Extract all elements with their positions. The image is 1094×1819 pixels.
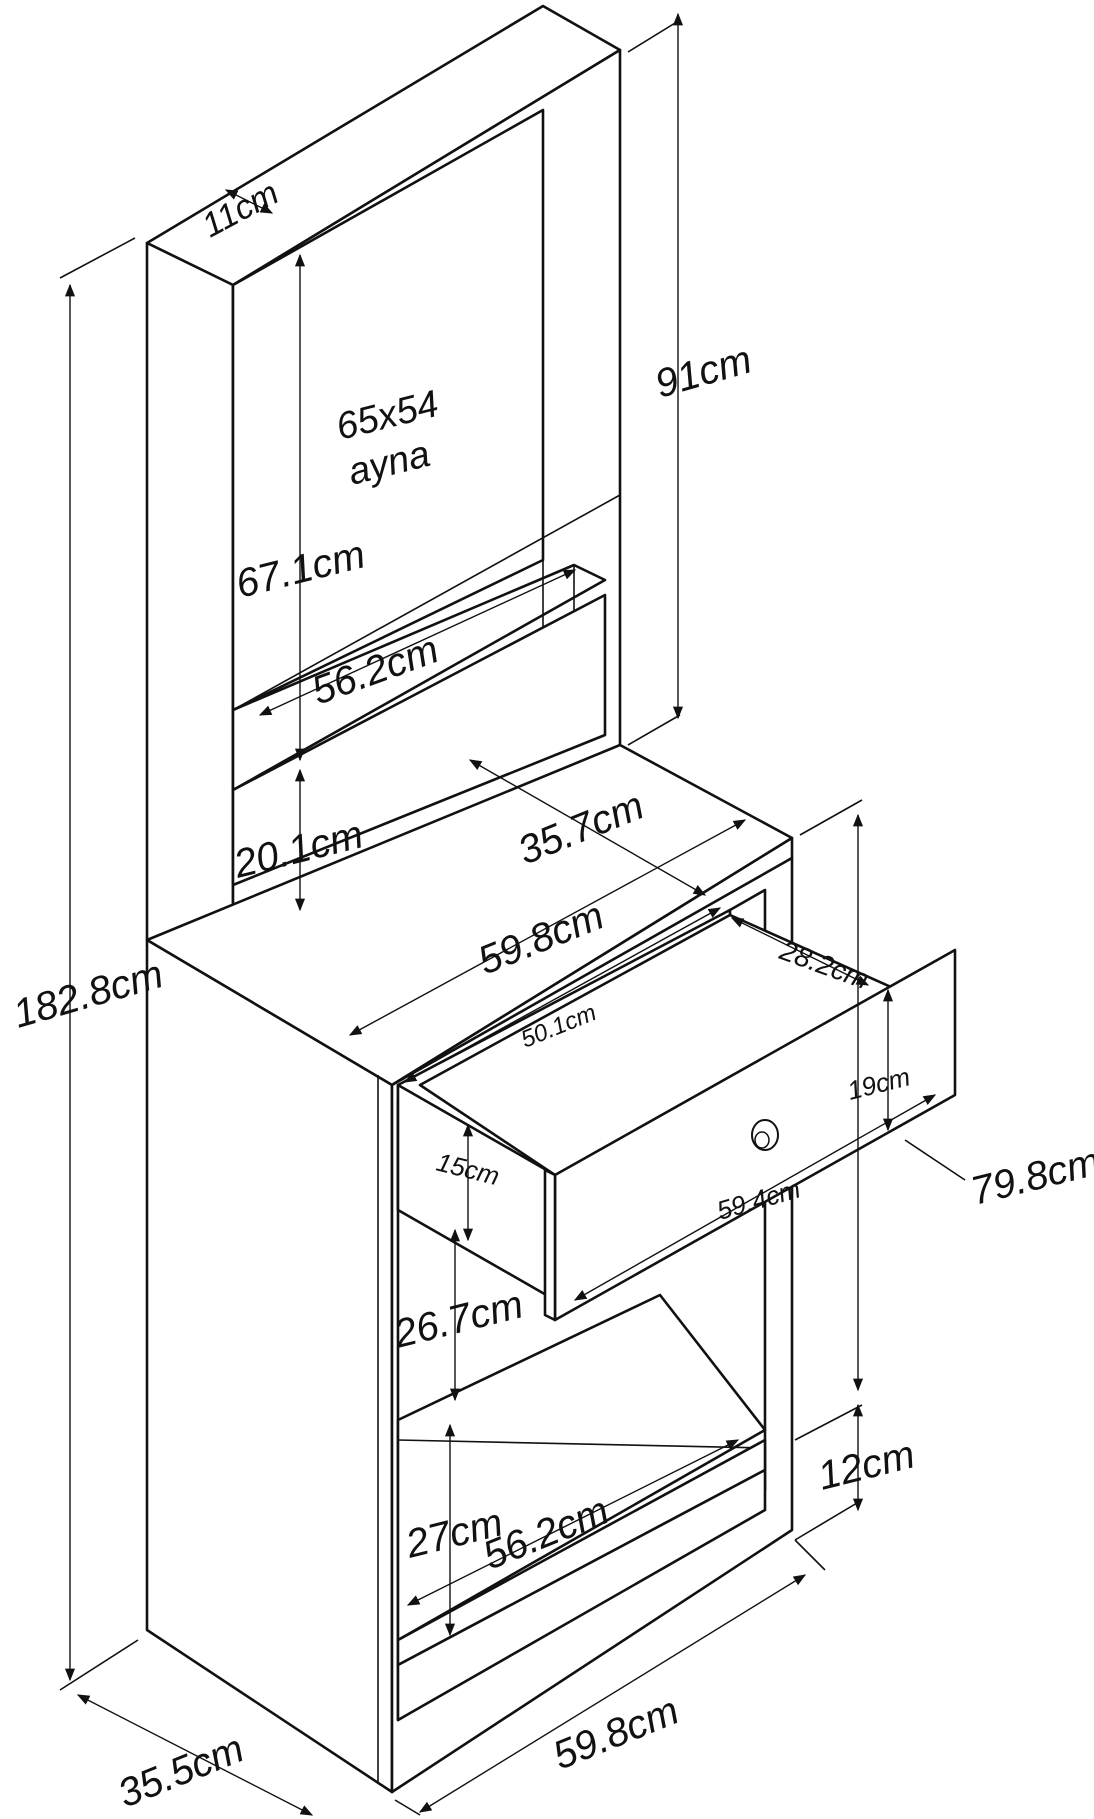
base-width-label: 59.8cm <box>547 1688 685 1778</box>
desk-height-label: 79.8cm <box>967 1139 1094 1213</box>
drawer-front-edge <box>543 1168 557 1322</box>
mirror-left-side-front <box>145 241 235 972</box>
dimension-lines <box>59 12 966 1816</box>
upper-height-label: 91cm <box>650 337 756 406</box>
total-height-label: 182.8cm <box>8 952 168 1037</box>
cabinet-side-panel <box>145 938 394 1794</box>
base-depth-label: 35.5cm <box>112 1726 250 1816</box>
drawer-knob-icon <box>751 1119 779 1151</box>
plinth-height-label: 12cm <box>814 1432 920 1498</box>
desk-section <box>145 743 794 1794</box>
